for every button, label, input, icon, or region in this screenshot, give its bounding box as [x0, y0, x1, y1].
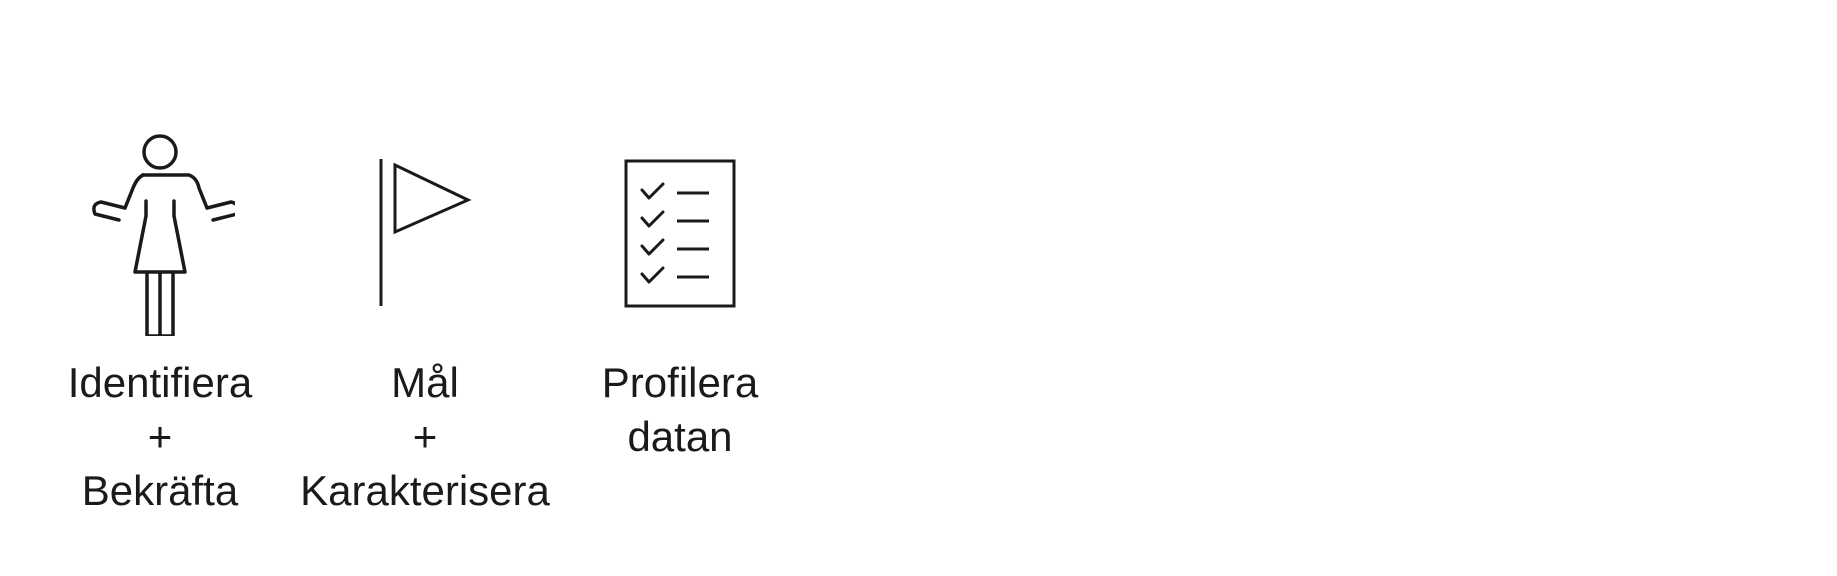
checklist-icon [624, 159, 736, 308]
step-profile: Profilera datan [580, 126, 780, 464]
label-line: Identifiera [67, 359, 253, 406]
label-line: Karakterisera [300, 467, 550, 514]
person-shrug-icon-wrap [85, 126, 235, 336]
step-profile-label: Profilera datan [602, 356, 758, 464]
person-shrug-icon [92, 134, 235, 336]
checklist-icon-wrap [620, 126, 740, 336]
label-line: + [412, 413, 438, 460]
step-goal-label: Mål + Karakterisera [300, 356, 550, 518]
step-identify: Identifiera + Bekräfta [60, 126, 260, 518]
step-identify-label: Identifiera + Bekräfta [68, 356, 252, 518]
label-line: Mål [391, 359, 459, 406]
label-line: Bekräfta [81, 467, 239, 514]
flag-icon-wrap [365, 126, 485, 336]
label-line: Profilera [601, 359, 759, 406]
label-line: datan [627, 413, 733, 460]
flag-icon [379, 159, 472, 306]
label-line: + [147, 413, 173, 460]
step-goal: Mål + Karakterisera [290, 126, 560, 518]
